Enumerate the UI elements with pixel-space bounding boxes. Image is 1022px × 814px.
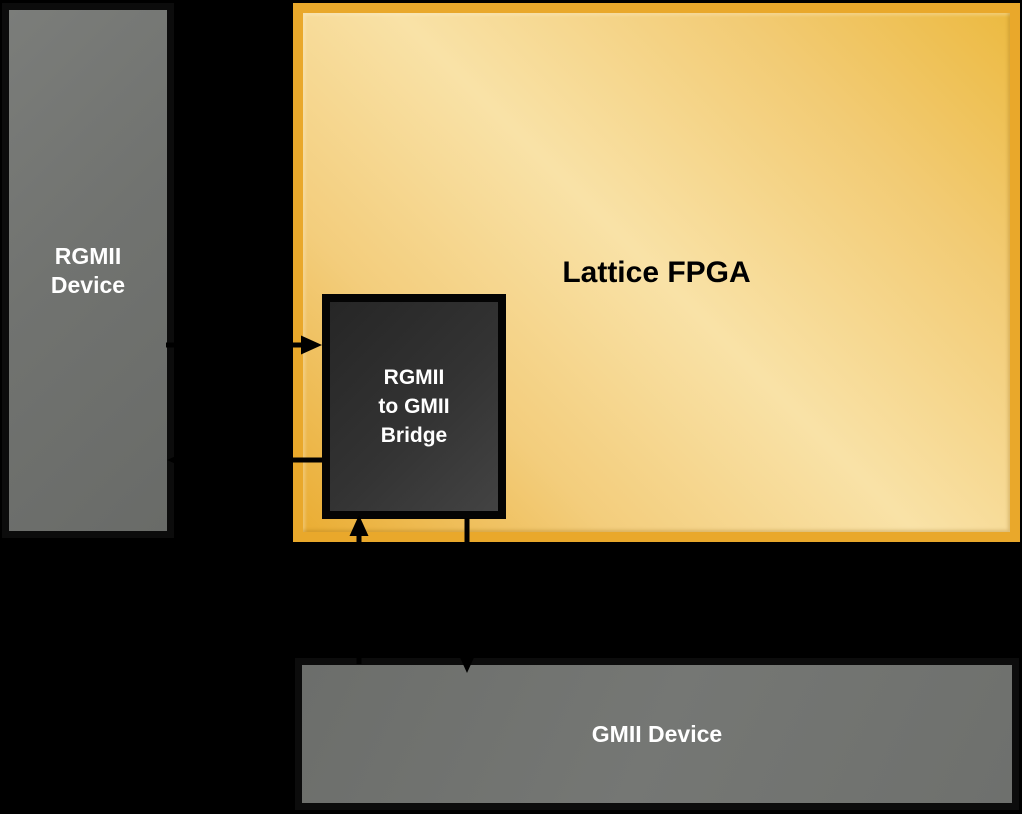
rgmii-device-label: RGMII Device (50, 242, 126, 298)
rgmii-device-block: RGMII Device (2, 3, 174, 538)
gmii-device-block: GMII Device (295, 658, 1019, 810)
rgmii-to-gmii-bridge-block: RGMII to GMII Bridge (322, 294, 506, 519)
lattice-fpga-label: Lattice FPGA (562, 255, 751, 289)
bridge-label: RGMII to GMII Bridge (378, 366, 450, 447)
gmii-device-label: GMII Device (591, 720, 723, 747)
